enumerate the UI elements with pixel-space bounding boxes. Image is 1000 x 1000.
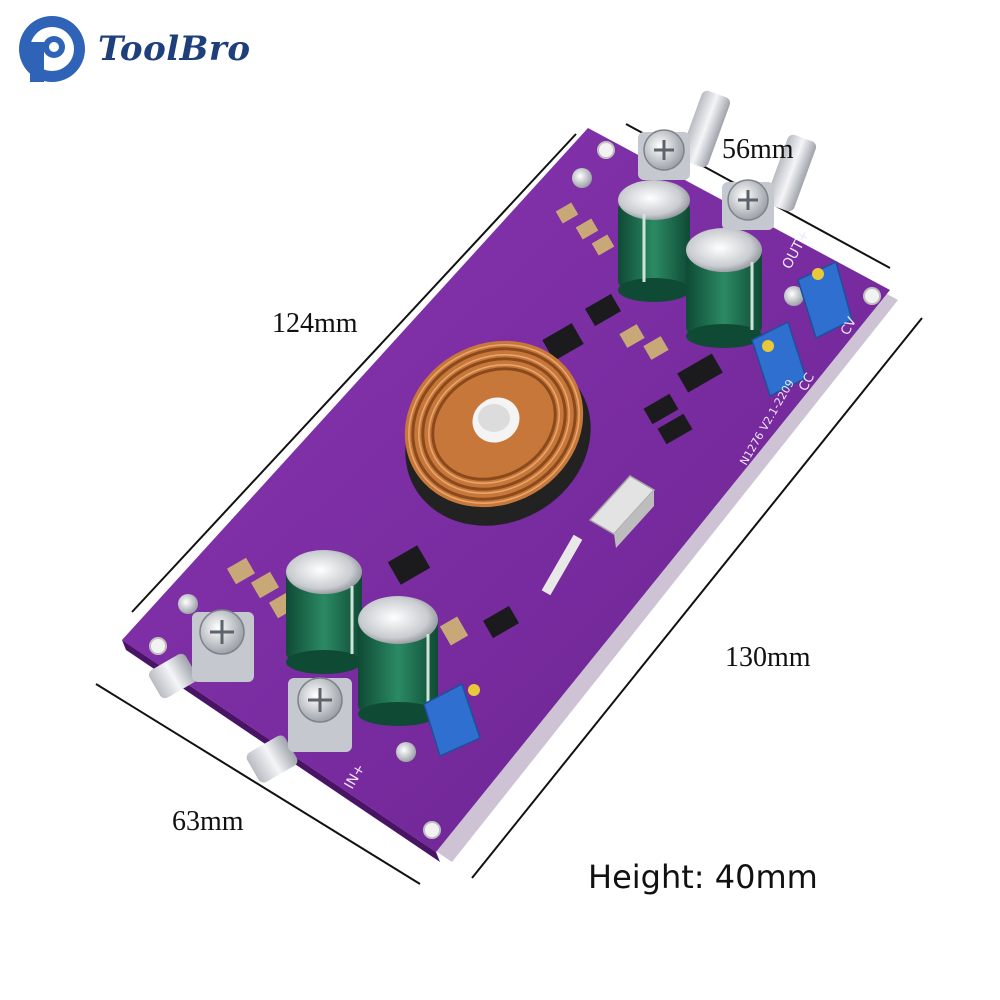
input-terminal-minus [149,609,254,699]
diode-chip [387,545,431,585]
jst-connector [588,475,656,548]
dimension-line-bottom [95,683,421,885]
dimension-bottom-width: 63mm [172,806,244,837]
potentiometer-input [423,682,481,758]
input-capacitor [358,596,438,726]
ic-chip [643,393,679,425]
output-capacitor [686,228,762,348]
potentiometer-cc [751,320,807,398]
screw-icon [572,168,592,188]
smd-capacitor [226,557,256,585]
toolbro-logo-icon [19,16,85,82]
output-terminal-plus [722,134,817,230]
smd-capacitor [619,324,645,348]
mounting-hole [863,287,881,305]
brand: ToolBro [18,14,251,84]
input-capacitor [286,550,362,674]
ic-chip [483,605,519,639]
brand-logo-spacer [18,14,88,84]
dimension-right-length: 130mm [725,642,811,673]
mosfet-chip [585,293,621,327]
smd-capacitor [250,571,280,599]
dimension-line-right [471,317,923,879]
screw-icon [396,742,416,762]
screw-icon [178,594,198,614]
smd-components [226,202,723,646]
mounting-hole [149,637,167,655]
output-capacitor [618,180,690,302]
pin-header [541,534,583,596]
screw-icon [784,286,804,306]
smd-capacitor [575,218,599,240]
brand-name: ToolBro [98,29,251,69]
dimension-line-left [131,133,577,613]
dimension-left-length: 124mm [272,308,358,339]
silkscreen-cv: CV [838,315,860,338]
ic-chip [677,353,723,393]
mounting-holes [149,141,881,839]
height-note: Height: 40mm [588,858,818,896]
dimension-top-width: 56mm [722,134,794,165]
smd-capacitor [643,336,669,360]
smd-capacitor [591,234,615,256]
smd-capacitor [439,616,469,646]
output-terminal-minus [638,90,731,180]
mounting-hole [597,141,615,159]
inductor-coil [404,340,591,526]
potentiometer-cv [797,260,853,340]
mosfet-chip [542,323,584,361]
smd-capacitor [555,202,579,224]
input-terminal-plus [246,677,352,783]
ic-chip [657,413,693,445]
mounting-hole [423,821,441,839]
